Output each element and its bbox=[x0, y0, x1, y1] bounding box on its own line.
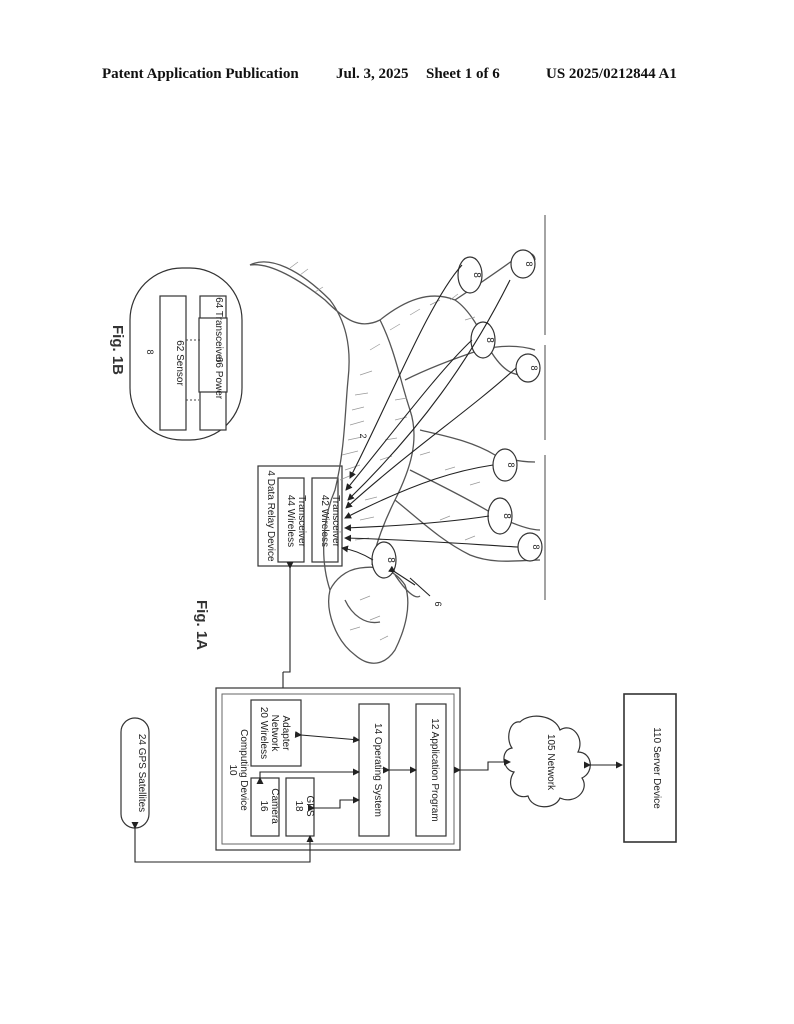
transceiver-44-line1: 44 Wireless bbox=[285, 495, 296, 547]
network-label: 105 Network bbox=[545, 734, 556, 791]
gps-link bbox=[131, 822, 314, 863]
collar-ref-label: 6 bbox=[433, 601, 443, 606]
network-cloud bbox=[503, 715, 591, 808]
adapter-line1: 20 Wireless bbox=[258, 707, 269, 759]
fig1b-transceiver-label: 64 Transceiver bbox=[213, 297, 224, 363]
adapter-line2: Network bbox=[269, 715, 280, 753]
animal-illustration: 2 8 6 8 8 8 8 8 8 8 bbox=[249, 215, 546, 664]
fig1b-sensor-module: 62 Sensor 64 Transceiver 66 Power 8 Fig.… bbox=[109, 267, 243, 441]
camera-label: Camera bbox=[269, 788, 280, 824]
fig1b-sensor-box bbox=[159, 295, 187, 431]
operating-system-label: 14 Operating System bbox=[372, 723, 383, 817]
rear-leg-sensor-label: 8 bbox=[471, 272, 482, 278]
collar-sensor-label: 8 bbox=[385, 557, 396, 563]
animal-ref-label: 2 bbox=[358, 433, 368, 438]
fig1b-power-box bbox=[198, 317, 228, 393]
foot-sensor-rear-label: 8 bbox=[524, 261, 534, 266]
relay-title: 4 Data Relay Device bbox=[265, 470, 276, 562]
data-relay-device: 4 Data Relay Device 44 Wireless Transcei… bbox=[257, 465, 343, 567]
foot-sensor-rear bbox=[510, 249, 536, 279]
computing-device-title: Computing Device bbox=[238, 729, 249, 811]
gps-label: GPS bbox=[304, 795, 315, 816]
header-date: Jul. 3, 2025 bbox=[336, 66, 409, 82]
transceiver-44-box bbox=[277, 477, 305, 563]
transceiver-42-line1: 42 Wireless bbox=[319, 495, 330, 547]
adapter-line3: Adapter bbox=[280, 715, 291, 751]
gps-number: 18 bbox=[293, 800, 304, 812]
hind-leg-sensor-label: 8 bbox=[484, 337, 495, 343]
server-device-label: 110 Server Device bbox=[651, 727, 662, 809]
foot-sensor-mid-label: 8 bbox=[506, 462, 516, 467]
server-device bbox=[623, 693, 677, 843]
computing-to-network-link bbox=[454, 758, 511, 774]
camera-number: 16 bbox=[258, 800, 269, 812]
computing-device-number: 10 bbox=[227, 764, 238, 776]
header-sheet: Sheet 1 of 6 bbox=[426, 66, 500, 82]
header-patent-number: US 2025/0212844 A1 bbox=[546, 66, 677, 82]
gps-satellites-label: 24 GPS Satellites bbox=[136, 734, 147, 812]
wireless-network-adapter bbox=[250, 699, 302, 767]
rear-leg-sensor bbox=[457, 256, 483, 294]
hind-leg-sensor bbox=[470, 321, 496, 359]
application-program-label: 12 Application Program bbox=[429, 718, 440, 821]
fig1b-ref-label: 8 bbox=[145, 349, 155, 354]
computing-device: 10 Computing Device 20 Wireless Network … bbox=[215, 687, 461, 851]
fig1b-title: Fig. 1B bbox=[109, 325, 126, 375]
fig1b-sensor-label: 62 Sensor bbox=[174, 340, 185, 386]
fig1b-power-label: 66 Power bbox=[213, 357, 224, 400]
header-publication: Patent Application Publication bbox=[102, 66, 299, 82]
fig1a-title: Fig. 1A bbox=[193, 600, 210, 650]
foot-sensor-front-label: 8 bbox=[531, 544, 541, 549]
fore-leg-sensor-label: 8 bbox=[501, 513, 512, 519]
foot-sensor-hind-label: 8 bbox=[529, 365, 539, 370]
transceiver-44-line2: Transceiver bbox=[296, 495, 307, 548]
transceiver-42-line2: Transceiver bbox=[330, 495, 341, 548]
